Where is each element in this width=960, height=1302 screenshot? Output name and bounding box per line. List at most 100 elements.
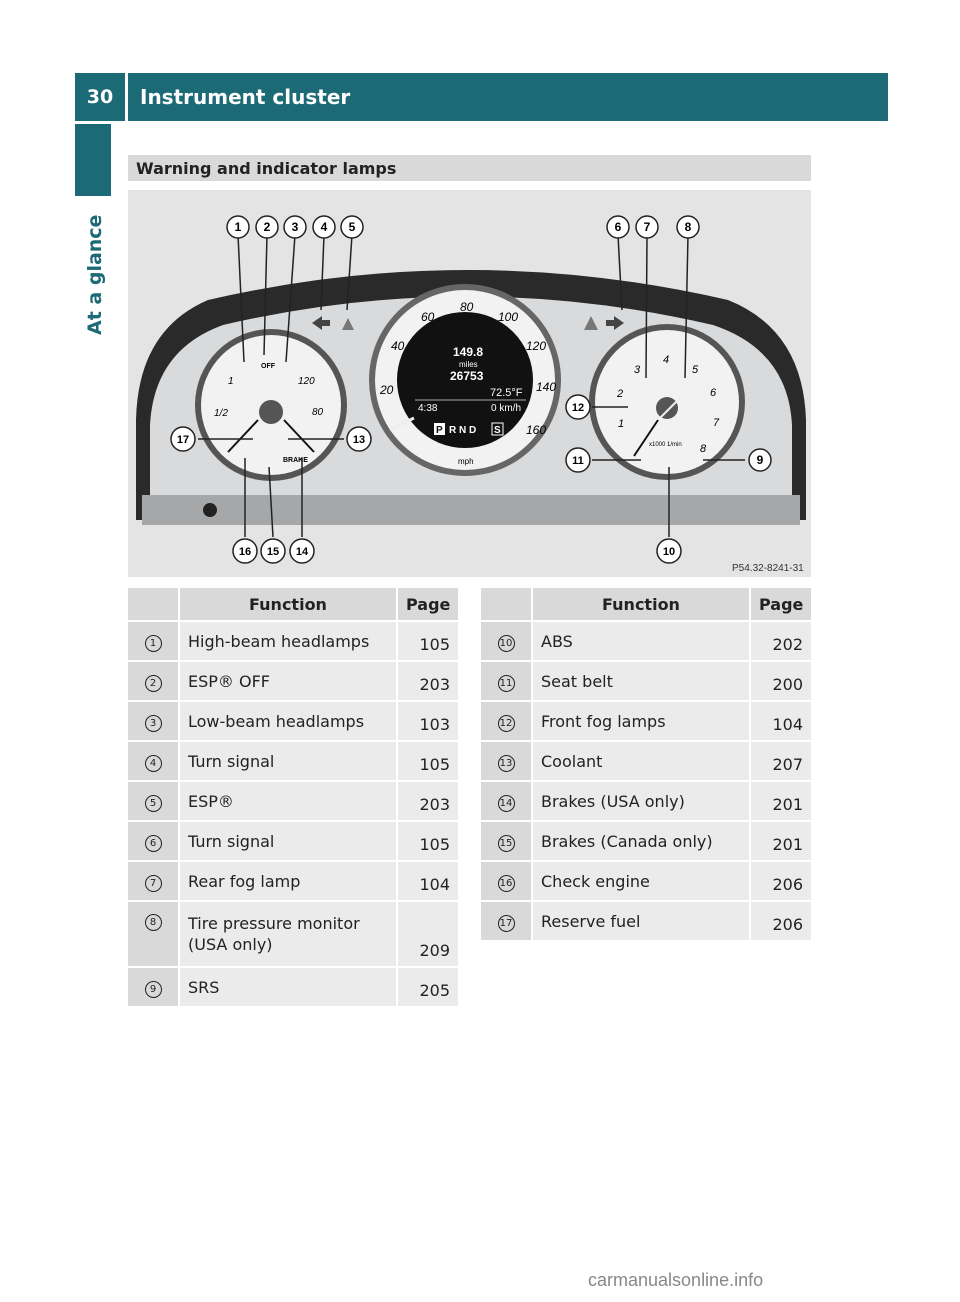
watermark: carmanualsonline.info [588,1270,764,1290]
row-function: Seat belt [531,662,749,700]
svg-text:12: 12 [572,402,584,414]
odometer: 26753 [450,369,484,383]
row-function: Turn signal [178,822,396,860]
svg-text:16: 16 [239,546,251,558]
page-title: Instrument cluster [128,73,888,121]
row-number: 6 [144,834,162,852]
gear-s: S [494,425,501,436]
row-page: 202 [749,622,811,660]
speedo-tick: 100 [498,310,518,324]
trip-value: 149.8 [453,345,483,359]
row-page: 200 [749,662,811,700]
trip-unit: miles [459,360,478,369]
svg-text:11: 11 [572,455,584,467]
row-page: 209 [396,902,458,966]
tachometer: 1 2 3 4 5 6 7 8 x1000 1/min [589,324,745,480]
callout-marker: 16 [232,538,258,564]
svg-text:6: 6 [615,220,622,234]
row-page: 205 [396,968,458,1006]
sidebar-block [75,124,111,196]
speed-unit: mph [458,457,474,466]
row-number: 16 [497,874,515,892]
tacho-unit: x1000 1/min [649,442,682,448]
row-function: Low-beam headlamps [178,702,396,740]
speedo-tick: 80 [460,300,474,314]
row-function: Reserve fuel [531,902,749,940]
row-number: 9 [144,980,162,998]
row-function: Coolant [531,742,749,780]
row-function: Tire pressure monitor (USA only) [178,902,396,966]
left-gauge: 1 1/2 120 80 OFF BRAKE [195,329,347,481]
svg-text:1: 1 [235,220,242,234]
tacho-tick: 3 [634,364,641,376]
tacho-tick: 1 [618,418,624,430]
row-number: 15 [497,834,515,852]
esp-off-label: OFF [261,363,276,370]
row-page: 201 [749,782,811,820]
callout-marker: 4 [312,215,336,239]
row-number: 11 [497,674,515,692]
table-header-num [128,588,178,620]
callout-marker: 5 [340,215,364,239]
callout-marker: 6 [606,215,630,239]
row-function: ESP® OFF [178,662,396,700]
gears: R N D [449,425,476,436]
tacho-tick: 5 [692,364,699,376]
svg-text:9: 9 [757,453,764,467]
row-number: 12 [497,714,515,732]
row-page: 206 [749,902,811,940]
speedo-tick: 160 [526,423,546,437]
svg-text:17: 17 [177,434,189,446]
callout-marker: 14 [289,538,315,564]
svg-text:10: 10 [663,546,675,558]
row-function: ESP® [178,782,396,820]
left-gauge-label: 1/2 [214,408,228,419]
svg-text:2: 2 [264,220,271,234]
svg-text:8: 8 [685,220,692,234]
tacho-tick: 8 [700,443,707,455]
tacho-tick: 2 [616,388,623,400]
callout-marker: 3 [283,215,307,239]
gear-p: P [436,425,443,436]
clock: 4:38 [418,403,438,414]
row-function: High-beam headlamps [178,622,396,660]
row-page: 105 [396,822,458,860]
table-header-row: Function Page [128,588,458,620]
svg-text:7: 7 [644,220,651,234]
row-function: Turn signal [178,742,396,780]
row-number: 8 [144,914,162,931]
row-function: Front fog lamps [531,702,749,740]
row-function: ABS [531,622,749,660]
page-number: 30 [75,73,125,121]
instrument-cluster-figure: 1 1/2 120 80 OFF BRAKE 20 40 60 80 100 1… [128,190,811,577]
row-function: SRS [178,968,396,1006]
svg-text:5: 5 [349,220,356,234]
callout-marker: 1 [226,215,250,239]
table-row: 8 Tire pressure monitor (USA only)209 [128,902,458,966]
row-number: 3 [144,714,162,732]
callout-marker: 7 [635,215,659,239]
row-function: Check engine [531,862,749,900]
table-header-function: Function [178,588,396,620]
left-gauge-label: 1 [228,376,234,387]
speed-kmh: 0 km/h [491,403,521,414]
turn-right-arrow [606,316,624,330]
tacho-tick: 4 [663,354,669,366]
svg-text:3: 3 [292,220,299,234]
row-page: 104 [749,702,811,740]
row-number: 13 [497,754,515,772]
brake-label: BRAKE [283,457,308,464]
row-page: 207 [749,742,811,780]
table-header-num [481,588,531,620]
left-gauge-label: 80 [312,407,324,418]
